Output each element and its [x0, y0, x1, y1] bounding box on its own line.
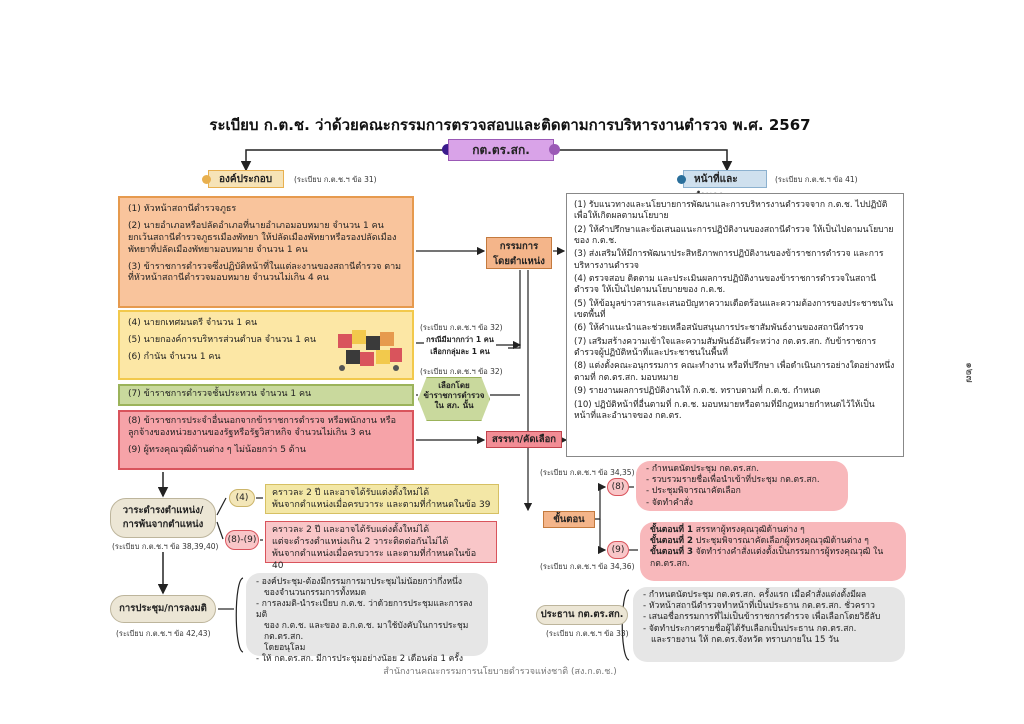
step8-item: - รวบรวมรายชื่อเพื่อนำเข้าที่ประชุม กต.ต…	[646, 475, 838, 486]
step8-item: - ประชุมพิจารณาคัดเลือก	[646, 486, 838, 497]
composition-item: (2) นายอำเภอหรือปลัดอำเภอที่นายอำเภอมอบห…	[128, 221, 404, 257]
duties-list: (1) รับแนวทางและนโยบายการพัฒนาและการบริห…	[566, 193, 904, 457]
duties-ref: (ระเบียบ ก.ต.ช.ฯ ข้อ 41)	[775, 174, 858, 186]
bullet-icon	[202, 175, 211, 184]
steps-pill-9: (9)	[607, 541, 629, 559]
duty-item: (4) ตรวจสอบ ติดตาม และประเมินผลการปฏิบัต…	[574, 274, 896, 297]
chair-label: ประธาน กต.ตร.สก.	[536, 605, 628, 625]
duty-item: (2) ให้คำปรึกษาและข้อเสนอแนะการปฏิบัติงา…	[574, 225, 896, 248]
step9-item: ขั้นตอนที่ 1 สรรหาผู้ทรงคุณวุฒิด้านต่าง …	[650, 525, 896, 536]
composition-item: (7) ข้าราชการตำรวจชั้นประทวน จำนวน 1 คน	[128, 389, 404, 401]
duty-item: (7) เสริมสร้างความเข้าใจและความสัมพันธ์อ…	[574, 337, 896, 360]
note-a-text: กรณีมีมากกว่า 1 คน เลือกกลุ่มละ 1 คน	[424, 334, 496, 362]
meeting-item: - องค์ประชุม-ต้องมีกรรมการมาประชุมไม่น้อ…	[256, 577, 478, 588]
note-b-text: เลือกโดย ข้าราชการตำรวจ ใน สภ. นั้น	[418, 377, 490, 421]
term-text-8-9: คราวละ 2 ปี และอาจได้รับแต่งตั้งใหม่ได้ …	[265, 521, 497, 563]
chair-item: - กำหนดนัดประชุม กต.ตร.สก. ครั้งแรก เมื่…	[643, 590, 895, 601]
steps-list-9: ขั้นตอนที่ 1 สรรหาผู้ทรงคุณวุฒิด้านต่าง …	[640, 522, 906, 581]
duty-item: (8) แต่งตั้งคณะอนุกรรมการ คณะทำงาน หรือท…	[574, 361, 896, 384]
duties-header: หน้าที่และอำนาจ	[683, 170, 767, 188]
right-dot-icon	[549, 144, 560, 155]
chair-item: - เสนอชื่อกรรมการที่ไม่เป็นข้าราชการตำรว…	[643, 612, 895, 623]
composition-pink-block: (8) ข้าราชการประจำอื่นนอกจากข้าราชการตำร…	[118, 410, 414, 470]
meeting-ref: (ระเบียบ ก.ต.ช.ฯ ข้อ 42,43)	[116, 628, 211, 640]
composition-header-label: องค์ประกอบ	[219, 174, 272, 185]
step9-number: ขั้นตอนที่ 1	[650, 525, 693, 535]
chair-list: - กำหนดนัดประชุม กต.ตร.สก. ครั้งแรก เมื่…	[633, 587, 905, 662]
composition-orange-block: (1) หัวหน้าสถานีตำรวจภูธร (2) นายอำเภอหร…	[118, 196, 414, 308]
term-ref: (ระเบียบ ก.ต.ช.ฯ ข้อ 38,39,40)	[112, 541, 218, 553]
composition-item: (1) หัวหน้าสถานีตำรวจภูธร	[128, 204, 404, 216]
bullet-icon	[677, 175, 686, 184]
composition-green-block: (7) ข้าราชการตำรวจชั้นประทวน จำนวน 1 คน	[118, 384, 414, 406]
steps-list-8: - กำหนดนัดประชุม กต.ตร.สก. - รวบรวมรายชื…	[636, 461, 848, 511]
duty-item: (9) รายงานผลการปฏิบัติงานให้ ก.ต.ช. ทราบ…	[574, 386, 896, 397]
step8-item: - จัดทำคำสั่ง	[646, 498, 838, 509]
meeting-item: ของจำนวนกรรมการทั้งหมด	[256, 588, 478, 599]
step9-text: สรรหาผู้ทรงคุณวุฒิด้านต่าง ๆ	[693, 525, 805, 535]
duty-item: (1) รับแนวทางและนโยบายการพัฒนาและการบริห…	[574, 200, 896, 223]
composition-item: (3) ข้าราชการตำรวจซึ่งปฏิบัติหน้าที่ในแต…	[128, 262, 404, 286]
by-position-label: กรรมการ โดยตำแหน่ง	[486, 237, 552, 269]
term-label: วาระดำรงตำแหน่ง/ การพ้นจากตำแหน่ง	[110, 498, 216, 538]
center-node: กต.ตร.สก.	[448, 139, 554, 161]
step9-number: ขั้นตอนที่ 3	[650, 547, 693, 557]
step8-item: - กำหนดนัดประชุม กต.ตร.สก.	[646, 464, 838, 475]
chair-item: - หัวหน้าสถานีตำรวจทำหน้าที่เป็นประธาน ก…	[643, 601, 895, 612]
duty-item: (5) ให้ข้อมูลข่าวสารและเสนอปัญหาความเดือ…	[574, 299, 896, 322]
duty-item: (3) ส่งเสริมให้มีการพัฒนาประสิทธิภาพการป…	[574, 249, 896, 272]
composition-header: องค์ประกอบ	[208, 170, 284, 188]
step9-number: ขั้นตอนที่ 2	[650, 536, 693, 546]
chair-item: - จัดทำประกาศรายชื่อผู้ได้รับเลือกเป็นปร…	[643, 624, 895, 635]
meeting-item: - การลงมติ-นำระเบียบ ก.ต.ช. ว่าด้วยการปร…	[256, 599, 478, 621]
puzzle-people-illustration	[332, 326, 408, 374]
steps-label: ขั้นตอน	[543, 511, 595, 528]
selection-label: สรรหา/คัดเลือก	[486, 431, 562, 448]
composition-item: (9) ผู้ทรงคุณวุฒิด้านต่าง ๆ ไม่น้อยกว่า …	[128, 445, 404, 457]
duty-item: (6) ให้คำแนะนำและช่วยเหลือสนับสนุนการประ…	[574, 323, 896, 334]
page-number: ๑๒๗	[962, 362, 977, 382]
composition-ref: (ระเบียบ ก.ต.ช.ฯ ข้อ 31)	[294, 174, 377, 186]
page-title: ระเบียบ ก.ต.ช. ว่าด้วยคณะกรรมการตรวจสอบแ…	[170, 113, 850, 137]
step9-item: ขั้นตอนที่ 2 ประชุมพิจารณาคัดเลือกผู้ทรง…	[650, 536, 896, 547]
chair-item: และรายงาน ให้ กต.ตร.จังหวัด ทราบภายใน 15…	[643, 635, 895, 646]
step9-text: ประชุมพิจารณาคัดเลือกผู้ทรงคุณวุฒิด้านต่…	[693, 536, 869, 546]
term-text-4: คราวละ 2 ปี และอาจได้รับแต่งตั้งใหม่ได้ …	[265, 484, 499, 514]
duty-item: (10) ปฏิบัติหน้าที่อื่นตามที่ ก.ต.ช. มอบ…	[574, 400, 896, 423]
note-a-ref: (ระเบียบ ก.ต.ช.ฯ ข้อ 32)	[420, 322, 503, 334]
note-b-ref: (ระเบียบ ก.ต.ช.ฯ ข้อ 32)	[420, 366, 503, 378]
meeting-item: ของ ก.ต.ช. และของ อ.ก.ต.ช. มาใช้บังคับใน…	[256, 621, 478, 643]
steps-pill-8: (8)	[607, 478, 629, 496]
meeting-item: โดยอนุโลม	[256, 643, 478, 654]
term-pill-4: (4)	[229, 489, 255, 507]
term-pill-8-9: (8)-(9)	[225, 530, 259, 550]
footer-text: สำนักงานคณะกรรมการนโยบายตำรวจแห่งชาติ (ส…	[300, 664, 700, 678]
meeting-list: - องค์ประชุม-ต้องมีกรรมการมาประชุมไม่น้อ…	[246, 573, 488, 656]
steps-ref-9: (ระเบียบ ก.ต.ช.ฯ ข้อ 34,36)	[540, 561, 635, 573]
chair-ref: (ระเบียบ ก.ต.ช.ฯ ข้อ 33)	[546, 628, 629, 640]
meeting-label: การประชุม/การลงมติ	[110, 595, 216, 623]
step9-item: ขั้นตอนที่ 3 จัดทำร่างคำสั่งแต่งตั้งเป็น…	[650, 547, 896, 569]
composition-item: (8) ข้าราชการประจำอื่นนอกจากข้าราชการตำร…	[128, 416, 404, 440]
